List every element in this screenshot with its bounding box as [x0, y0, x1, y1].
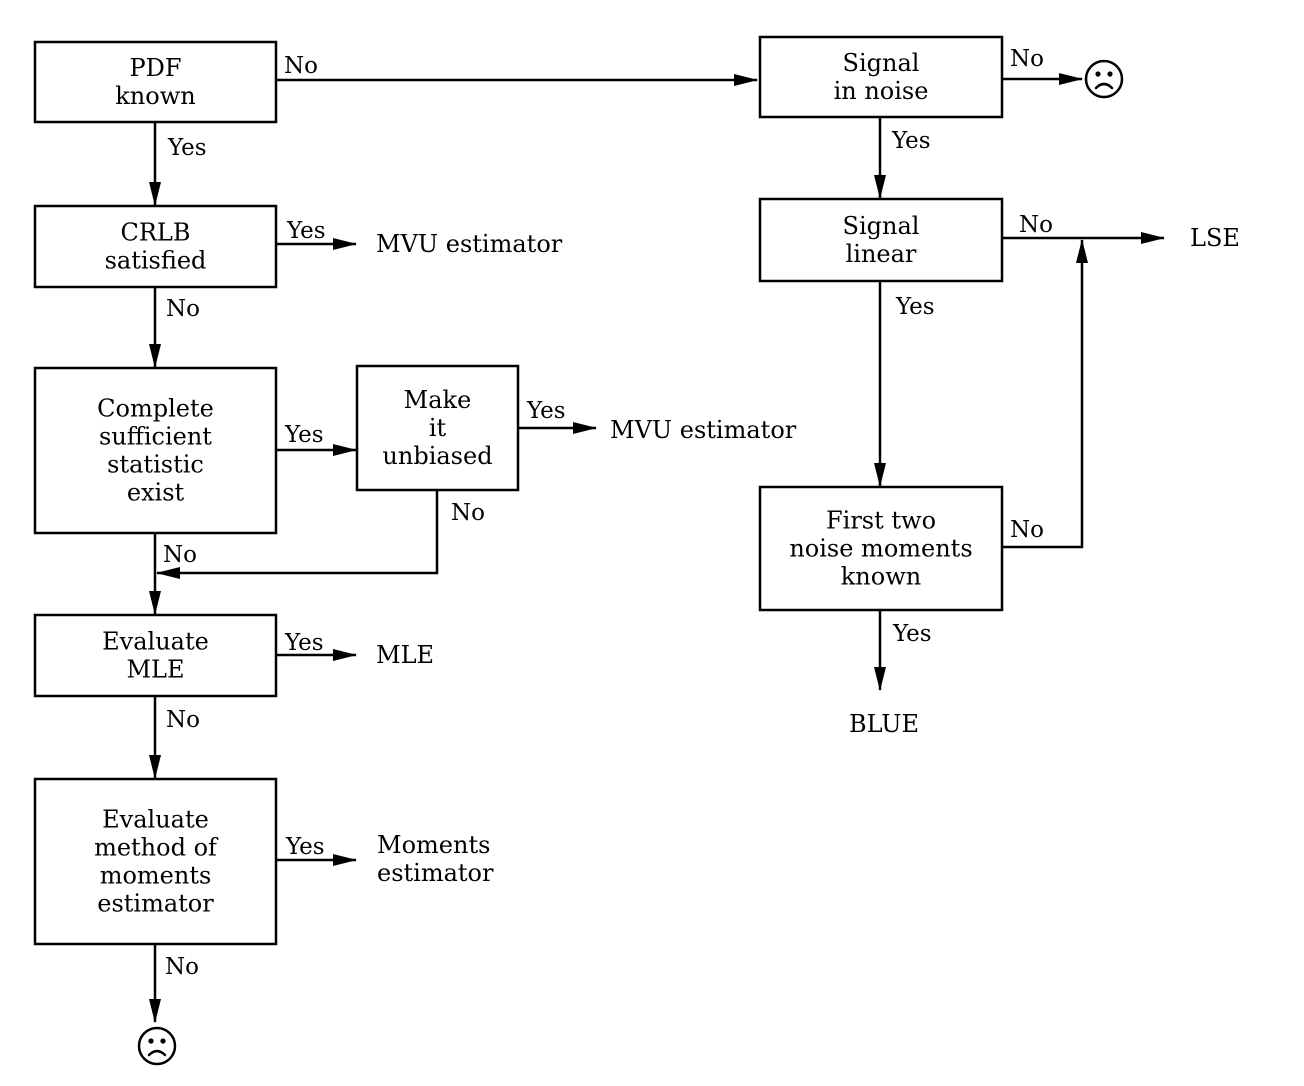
outcome-mle: MLE — [376, 641, 434, 669]
node-box — [355, 364, 520, 492]
outcome-mvu-sufficient: MVU estimator — [610, 416, 797, 444]
node-box — [758, 35, 1004, 119]
node-label: sufficient — [99, 423, 212, 451]
node-box — [33, 777, 278, 946]
edge-label-moments-yes: Yes — [285, 834, 325, 860]
outcome-label: MVU estimator — [376, 230, 563, 258]
node-label: it — [429, 414, 447, 442]
edge-label-moments-no: No — [165, 954, 199, 980]
edge-label-mle-no: No — [166, 707, 200, 733]
node-label: unbiased — [382, 442, 492, 470]
node-label: statistic — [107, 451, 204, 479]
outcome-label: MLE — [376, 641, 434, 669]
edge-label-sufficient-no: No — [163, 542, 197, 568]
node-label: estimator — [97, 890, 214, 918]
edge-label-unbiased-yes: Yes — [526, 398, 566, 424]
outcome-lse: LSE — [1190, 224, 1240, 252]
node-box — [33, 613, 278, 698]
node-box — [758, 197, 1004, 283]
node-label: linear — [846, 240, 917, 268]
node-label: First two — [826, 507, 936, 535]
outcome-mvu-crlb: MVU estimator — [376, 230, 563, 258]
outcome-label: estimator — [377, 859, 494, 887]
edge-label-mle-yes: Yes — [284, 630, 324, 656]
outcome-label: LSE — [1190, 224, 1240, 252]
frowning-face-icon — [137, 1026, 177, 1066]
flow-arrow — [1002, 239, 1088, 549]
node-label: moments — [100, 862, 212, 890]
edge-label-signal-noise-yes: Yes — [891, 128, 931, 154]
node-box — [758, 485, 1004, 612]
edge-label-pdf-yes: Yes — [167, 135, 207, 161]
node-label: known — [115, 82, 195, 110]
edge-label-sufficient-yes: Yes — [284, 422, 324, 448]
edge-label-signal-linear-no: No — [1019, 212, 1053, 238]
node-label: CRLB — [120, 219, 190, 247]
node-box — [33, 366, 278, 535]
outcome-blue: BLUE — [849, 710, 919, 738]
node-label: satisfied — [105, 247, 207, 275]
edge-label-pdf-no: No — [284, 53, 318, 79]
edge-label-signal-linear-yes: Yes — [895, 294, 935, 320]
edge-label-unbiased-no: No — [451, 500, 485, 526]
node-label: Signal — [843, 212, 920, 240]
edge-label-signal-noise-no: No — [1010, 46, 1044, 72]
node-label: known — [841, 563, 921, 591]
flow-arrow — [156, 490, 439, 579]
node-label: Evaluate — [102, 806, 209, 834]
edge-label-first-two-no: No — [1010, 517, 1044, 543]
node-label: in noise — [834, 77, 929, 105]
node-label: noise moments — [789, 535, 972, 563]
node-box — [33, 204, 278, 289]
node-label: MLE — [126, 656, 184, 684]
edge-label-crlb-yes: Yes — [286, 218, 326, 244]
node-label: Make — [404, 386, 472, 414]
edge-label-first-two-yes: Yes — [892, 621, 932, 647]
node-label: Evaluate — [102, 628, 209, 656]
frowning-face-icon — [1084, 59, 1124, 99]
outcome-label: Moments — [377, 831, 490, 859]
edge-label-crlb-no: No — [166, 296, 200, 322]
node-label: Complete — [97, 395, 214, 423]
node-label: method of — [94, 834, 219, 862]
node-box — [33, 40, 278, 124]
node-label: PDF — [129, 54, 181, 82]
outcome-label: BLUE — [849, 710, 919, 738]
node-label: Signal — [843, 49, 920, 77]
node-label: exist — [127, 479, 185, 507]
outcome-label: MVU estimator — [610, 416, 797, 444]
